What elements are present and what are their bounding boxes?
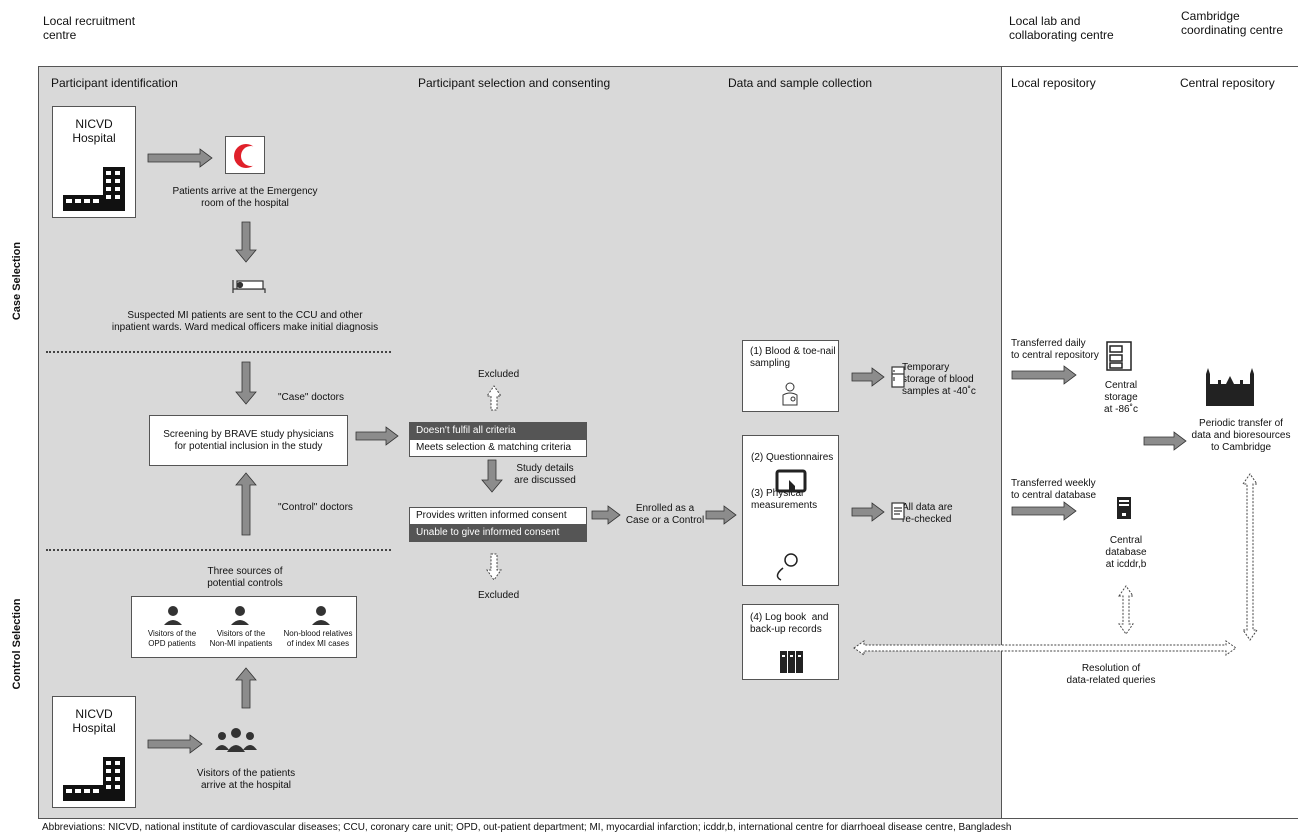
screening-box: Screening by BRAVE study physicians for … xyxy=(149,415,348,466)
case-doctors-text: "Case" doctors xyxy=(278,392,345,403)
hospital-box-top: NICVD Hospital xyxy=(52,106,136,218)
questionnaires-text: (2) Questionnaires xyxy=(751,452,834,463)
visitors-arrive-text: Visitors of the patients arrive at the h… xyxy=(196,768,296,791)
temp-storage-text: Temporary storage of blood samples at -4… xyxy=(902,362,976,397)
hospital-label-bottom: NICVD Hospital xyxy=(72,707,116,735)
stethoscope-icon xyxy=(776,553,798,581)
abbreviations-footer: Abbreviations: NICVD, national institute… xyxy=(42,822,1012,833)
binders-icon xyxy=(780,651,803,673)
visitors-opd-text: Visitors of the OPD patients xyxy=(147,629,197,648)
red-crescent-icon xyxy=(225,136,265,174)
divider-case xyxy=(46,351,391,353)
physical-text: (3) Physical measurements xyxy=(751,488,818,511)
header-local-recruitment: Local recruitment centre xyxy=(43,14,136,42)
three-sources-text: Three sources of potential controls xyxy=(207,566,283,589)
section-data-collection: Data and sample collection xyxy=(728,76,873,90)
weekly-text: Transferred weekly to central database xyxy=(1011,478,1097,501)
tablet-icon xyxy=(775,469,807,581)
hospital-label-top: NICVD Hospital xyxy=(72,117,116,145)
logbook-box: (4) Log book and back-up records xyxy=(742,604,839,680)
control-selection-label: Control Selection xyxy=(11,598,23,690)
section-participant-identification: Participant identification xyxy=(51,76,178,90)
hospital-icon xyxy=(63,757,125,801)
visitors-nonmi-text: Visitors of the Non-MI inpatients xyxy=(209,629,273,648)
provides-consent-row: Provides written informed consent xyxy=(410,508,586,524)
logbook-text: (4) Log book and back-up records xyxy=(750,612,829,635)
hospital-box-bottom: NICVD Hospital xyxy=(52,696,136,808)
central-storage-text: Central storage at -86˚c xyxy=(1104,380,1138,415)
all-data-text: All data are re-checked xyxy=(902,502,953,525)
consent-box: Provides written informed consent Unable… xyxy=(409,507,587,542)
divider-control xyxy=(46,549,391,551)
relatives-text: Non-blood relatives of index MI cases xyxy=(283,629,353,648)
clinician-icon xyxy=(782,382,798,406)
control-doctors-text: "Control" doctors xyxy=(278,502,353,513)
suspected-mi-text: Suspected MI patients are sent to the CC… xyxy=(111,310,379,333)
excluded-bottom-text: Excluded xyxy=(478,590,520,601)
patients-arrive-text: Patients arrive at the Emergency room of… xyxy=(172,186,318,209)
hospital-icon xyxy=(63,167,125,211)
resolution-text: Resolution of data-related queries xyxy=(1066,663,1156,686)
doesnt-fulfil-row: Doesn't fulfil all criteria xyxy=(410,423,586,439)
header-local-lab: Local lab and collaborating centre xyxy=(1009,14,1114,42)
header-cambridge: Cambridge coordinating centre xyxy=(1181,9,1284,37)
study-details-text: Study details are discussed xyxy=(514,463,576,486)
control-sources-box: Visitors of the OPD patients Visitors of… xyxy=(131,596,357,658)
case-selection-label: Case Selection xyxy=(11,241,23,321)
excluded-top-text: Excluded xyxy=(478,369,520,380)
person-icon xyxy=(164,606,330,625)
blood-text: (1) Blood & toe-nail sampling xyxy=(750,346,836,369)
section-central-repository: Central repository xyxy=(1180,76,1275,90)
blood-box: (1) Blood & toe-nail sampling xyxy=(742,340,839,412)
section-participant-selection: Participant selection and consenting xyxy=(418,76,611,90)
daily-text: Transferred daily to central repository xyxy=(1011,338,1099,361)
unable-consent-row: Unable to give informed consent xyxy=(410,524,586,541)
periodic-text: Periodic transfer of data and bioresourc… xyxy=(1191,418,1291,453)
meets-criteria-row: Meets selection & matching criteria xyxy=(410,439,586,456)
enrolled-text: Enrolled as a Case or a Control xyxy=(625,503,705,526)
section-local-repository: Local repository xyxy=(1011,76,1096,90)
criteria-box: Doesn't fulfil all criteria Meets select… xyxy=(409,422,587,457)
questionnaire-box: (2) Questionnaires (3) Physical measurem… xyxy=(742,435,839,586)
central-db-text: Central database at icddr,b xyxy=(1105,535,1147,570)
